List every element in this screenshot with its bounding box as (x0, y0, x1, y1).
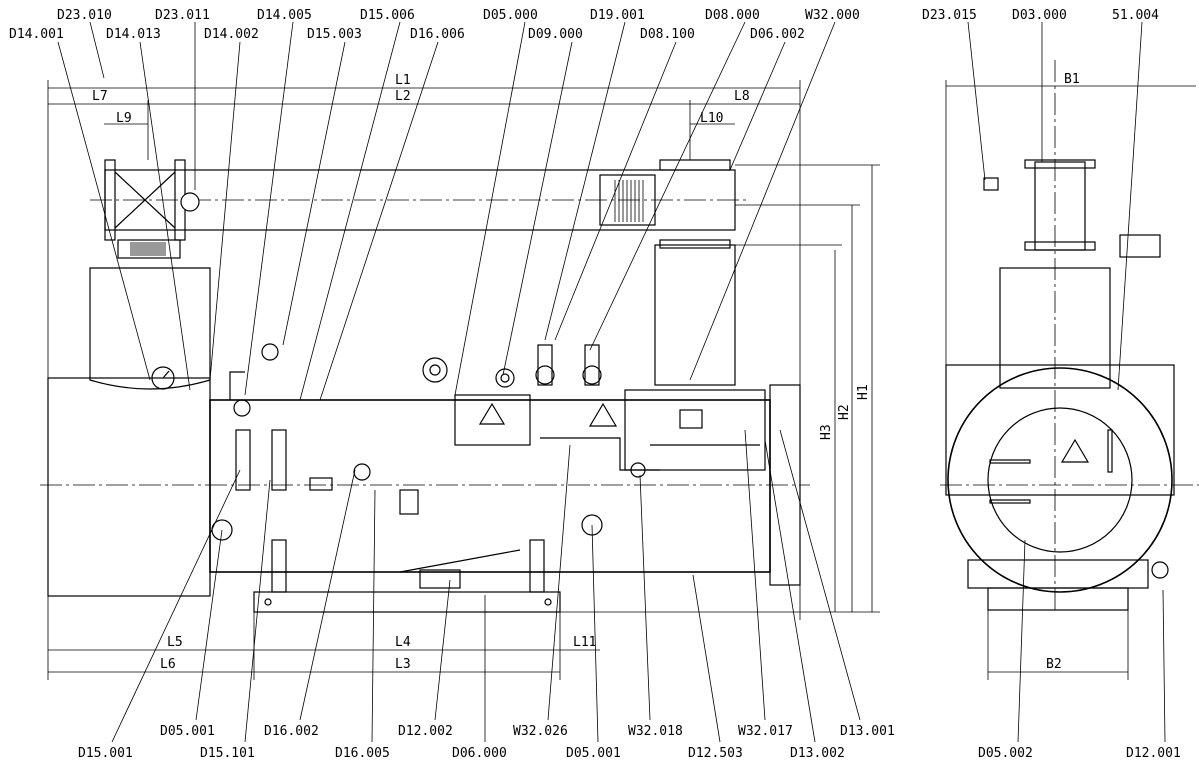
handwheel-valve-icon (233, 357, 646, 481)
dim-l9: L9 (116, 111, 132, 126)
callout-d06-002: D06.002 (750, 27, 805, 42)
callout-d23-010: D23.010 (57, 8, 112, 23)
dim-l10: L10 (700, 111, 723, 126)
front-view (40, 159, 810, 613)
callout-w32-017: W32.017 (738, 724, 793, 739)
dim-h2: H2 (837, 404, 852, 420)
callout-d16-006: D16.006 (410, 27, 465, 42)
callout-d23-015: D23.015 (922, 8, 977, 23)
callout-w32-000: W32.000 (805, 8, 860, 23)
callout-d14-001: D14.001 (9, 27, 64, 42)
callout-d12-002: D12.002 (398, 724, 453, 739)
safety-valve-icon (535, 344, 602, 386)
callout-d16-005: D16.005 (335, 746, 390, 761)
callout-d05-002: D05.002 (978, 746, 1033, 761)
dim-l6: L6 (160, 657, 176, 672)
callout-d19-001: D19.001 (590, 8, 645, 23)
dim-h3: H3 (819, 424, 834, 440)
dim-l1: L1 (395, 73, 411, 88)
callout-d16-002: D16.002 (264, 724, 319, 739)
dim-h1: H1 (856, 384, 871, 400)
dim-b2: B2 (1046, 657, 1062, 672)
leader-lines (57, 21, 1166, 743)
callout-d14-013: D14.013 (106, 27, 161, 42)
callout-d08-100: D08.100 (640, 27, 695, 42)
callout-d13-001: D13.001 (840, 724, 895, 739)
callout-d15-101: D15.101 (200, 746, 255, 761)
callout-d05-001-right: D05.001 (566, 746, 621, 761)
callout-d12-001: D12.001 (1126, 746, 1181, 761)
dim-l7: L7 (92, 89, 108, 104)
callout-d05-000: D05.000 (483, 8, 538, 23)
side-view (940, 60, 1199, 611)
callout-d15-006: D15.006 (360, 8, 415, 23)
callout-d09-000: D09.000 (528, 27, 583, 42)
dim-l3: L3 (395, 657, 411, 672)
high-voltage-warning-icon (478, 402, 618, 427)
dim-l8: L8 (734, 89, 750, 104)
bottom-callout-labels: D05.001 D16.002 D12.002 W32.026 W32.018 … (78, 724, 1181, 761)
callout-d23-011: D23.011 (155, 8, 210, 23)
pressure-gauge-icon (151, 343, 279, 390)
dim-l11: L11 (573, 635, 596, 650)
callout-d15-003: D15.003 (307, 27, 362, 42)
top-callout-labels: D23.010 D23.011 D14.005 D15.006 D05.000 … (9, 8, 1159, 42)
callout-d08-000: D08.000 (705, 8, 760, 23)
callout-d13-002: D13.002 (790, 746, 845, 761)
dim-l5: L5 (167, 635, 183, 650)
callout-w32-018: W32.018 (628, 724, 683, 739)
dimensions: L1 L7 L2 L8 L9 L10 L5 L6 L3 L4 L11 H1 (47, 72, 1196, 680)
callout-d14-005: D14.005 (257, 8, 312, 23)
callout-w32-026: W32.026 (513, 724, 568, 739)
callout-d12-503: D12.503 (688, 746, 743, 761)
dim-l2: L2 (395, 89, 411, 104)
callout-d06-000: D06.000 (452, 746, 507, 761)
callout-d14-002: D14.002 (204, 27, 259, 42)
callout-d05-001-left: D05.001 (160, 724, 215, 739)
callout-51-004: 51.004 (1112, 8, 1159, 23)
dim-l4: L4 (395, 635, 411, 650)
callout-d03-000: D03.000 (1012, 8, 1067, 23)
callout-d15-001: D15.001 (78, 746, 133, 761)
dim-b1: B1 (1064, 72, 1080, 87)
